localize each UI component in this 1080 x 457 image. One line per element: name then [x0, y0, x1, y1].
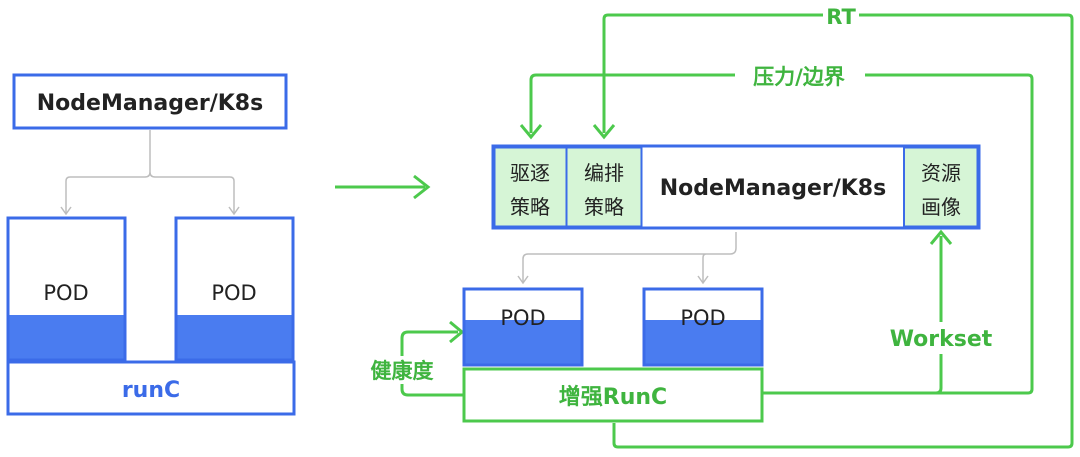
right-manager-label: NodeManager/K8s: [660, 176, 886, 201]
schedule-policy-line1: 编排: [584, 161, 624, 185]
enhanced-runtime-label: 增强RunC: [559, 384, 667, 410]
right-connector: [522, 232, 737, 282]
left-runtime-label: runC: [122, 378, 180, 403]
resource-profile-line1: 资源: [921, 161, 961, 185]
left-pod-2-label: POD: [211, 281, 256, 305]
right-pod-1-fill: [465, 320, 581, 364]
left-connector: [65, 130, 235, 213]
transition-arrow: [335, 174, 431, 200]
left-pod-1-label: POD: [43, 281, 88, 305]
right-diagram: RT 压力/边界 Workset 健康度 驱逐 策略 编排 策略 NodeMan…: [360, 2, 1074, 449]
left-pod-1-fill: [9, 315, 124, 359]
rt-label: RT: [826, 5, 856, 29]
workset-label: Workset: [890, 327, 993, 352]
right-pod-1-label: POD: [500, 306, 545, 330]
pressure-loop: [529, 73, 1034, 395]
workset-line: [763, 236, 943, 395]
left-manager-box: [12, 73, 288, 130]
left-diagram: NodeManager/K8s POD POD runC: [6, 73, 296, 416]
evict-policy-line1: 驱逐: [510, 161, 550, 185]
schedule-policy-cell: [565, 146, 643, 228]
right-pod-2-fill: [645, 320, 761, 364]
left-pod-2-fill: [177, 315, 292, 359]
schedule-policy-line2: 策略: [584, 195, 624, 219]
pressure-label: 压力/边界: [753, 65, 845, 89]
rt-loop: [602, 13, 1074, 449]
resource-profile-cell: [903, 146, 979, 228]
evict-policy-cell: [493, 146, 568, 228]
enhanced-runtime-box: [462, 367, 764, 423]
resource-profile-line2: 画像: [921, 195, 961, 219]
left-manager-label: NodeManager/K8s: [37, 91, 263, 116]
right-pod-2-label: POD: [680, 306, 725, 330]
evict-policy-line2: 策略: [510, 195, 550, 219]
health-label: 健康度: [371, 359, 434, 383]
left-runtime-box: [6, 360, 296, 416]
